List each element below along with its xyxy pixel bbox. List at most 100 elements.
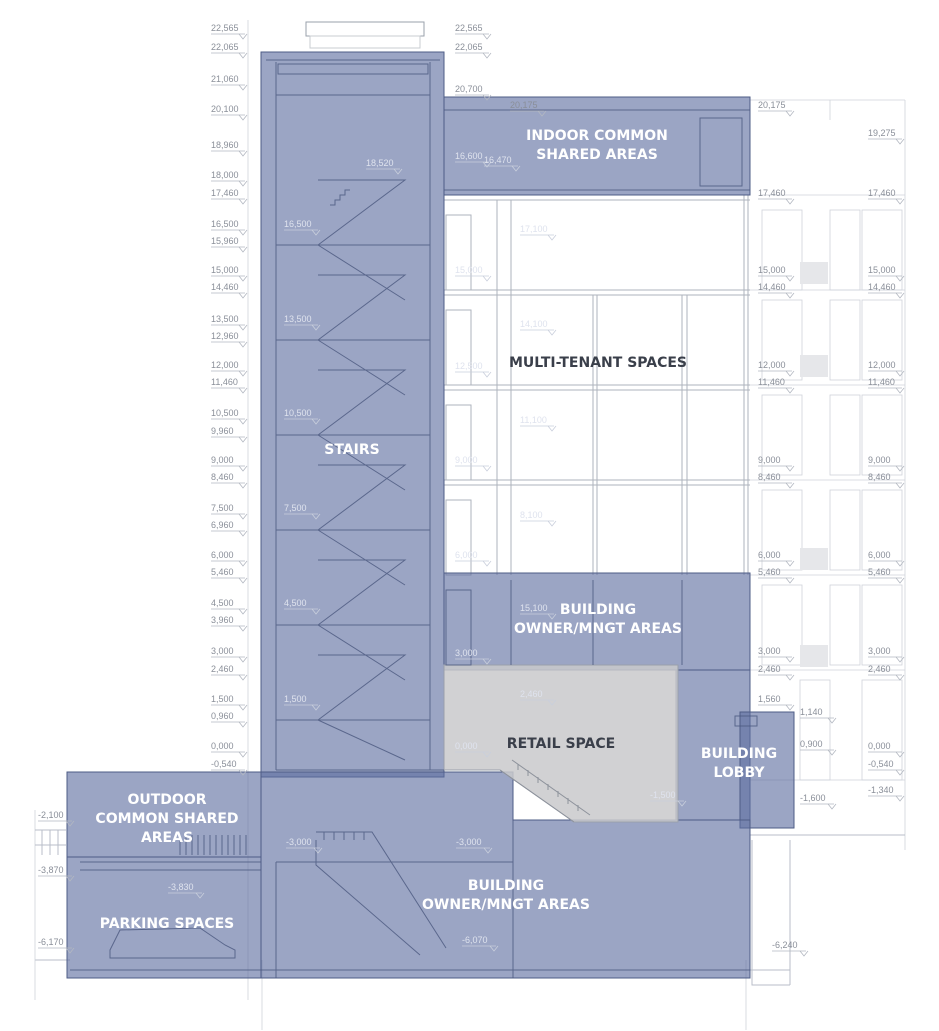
elevation-label: 1,140: [800, 707, 823, 717]
elevation-marker: [238, 418, 248, 425]
elevation-label: 15,000: [211, 265, 239, 275]
elevation-label: 15,100: [520, 603, 548, 613]
elevation-label: 10,500: [284, 408, 312, 418]
elevation-marker: [311, 229, 321, 236]
elevation-label: 12,500: [455, 361, 483, 371]
elevation-marker: [238, 625, 248, 632]
elevation-marker: [482, 371, 492, 378]
zone-owner-mngt-upper: [443, 572, 751, 671]
elevation-marker: [482, 33, 492, 40]
elevation-label: 12,000: [868, 360, 896, 370]
elevation-label: 15,000: [758, 265, 786, 275]
elevation-label: 22,565: [211, 23, 239, 33]
elevations-far-left: -2,100-3,870-6,170: [38, 810, 75, 954]
elevation-label: 9,000: [868, 455, 891, 465]
elevations-left: 22,56522,06521,06020,10018,96018,00017,4…: [211, 23, 248, 776]
zone-label-line: SHARED AREAS: [536, 147, 658, 163]
elevation-marker: [547, 613, 557, 620]
elevation-label: -1,600: [800, 793, 826, 803]
elevation-label: 16,500: [284, 219, 312, 229]
elevation-label: 2,460: [758, 664, 781, 674]
elevation-label: 20,100: [211, 104, 239, 114]
elevation-label: 3,000: [758, 646, 781, 656]
label-stairs: STAIRS: [324, 442, 379, 458]
elevation-label: 9,000: [758, 455, 781, 465]
elevation-label: 4,500: [211, 598, 234, 608]
elevation-marker: [547, 520, 557, 527]
elevation-marker: [238, 180, 248, 187]
elevation-label: 8,460: [758, 472, 781, 482]
elevation-label: 9,000: [211, 455, 234, 465]
elevation-label: 3,000: [868, 646, 891, 656]
elevation-label: 5,460: [211, 567, 234, 577]
elevation-label: 11,100: [520, 415, 547, 425]
elevation-marker: [895, 370, 905, 377]
elevation-label: 12,000: [758, 360, 786, 370]
elevation-label: 6,000: [455, 550, 478, 560]
elevation-label: 13,500: [211, 314, 239, 324]
elevation-marker: [785, 656, 795, 663]
elevation-label: 17,460: [758, 188, 786, 198]
elevation-marker: [895, 769, 905, 776]
elevation-marker: [785, 465, 795, 472]
elevation-marker: [895, 795, 905, 802]
zone-label-line: STAIRS: [324, 442, 379, 458]
elevation-marker: [895, 577, 905, 584]
elevation-marker: [65, 875, 75, 882]
elevation-label: 8,460: [868, 472, 891, 482]
elevation-label: -3,000: [456, 837, 482, 847]
elevation-marker: [785, 370, 795, 377]
elevation-label: 1,500: [211, 694, 234, 704]
elevation-label: 12,000: [211, 360, 239, 370]
label-parking: PARKING SPACES: [100, 916, 235, 932]
elevation-label: 18,960: [211, 140, 239, 150]
elevation-marker: [547, 234, 557, 241]
elevation-label: 14,460: [868, 282, 896, 292]
elevation-marker: [238, 84, 248, 91]
elevation-label: 8,460: [211, 472, 234, 482]
elevation-marker: [238, 769, 248, 776]
elevation-marker: [65, 947, 75, 954]
elevation-marker: [238, 370, 248, 377]
structure-lines: [70, 59, 758, 978]
elevation-label: 9,960: [211, 426, 234, 436]
zone-label-line: BUILDING: [560, 602, 636, 618]
elevation-marker: [785, 577, 795, 584]
elevation-marker: [238, 721, 248, 728]
elevation-marker: [238, 530, 248, 537]
elevation-label: 17,460: [211, 188, 239, 198]
elevation-label: 19,275: [868, 128, 896, 138]
elevation-marker: [238, 246, 248, 253]
blue-zones: [66, 51, 795, 979]
elevation-label: 3,000: [455, 648, 478, 658]
elevation-marker: [677, 800, 687, 807]
elevation-label: 2,460: [520, 689, 543, 699]
elevation-label: 14,460: [211, 282, 239, 292]
elevation-label: 9,000: [455, 455, 478, 465]
label-retail: RETAIL SPACE: [507, 736, 615, 752]
elevation-marker: [482, 465, 492, 472]
elevation-marker: [785, 275, 795, 282]
background-linework: [34, 20, 906, 1030]
zone-label-line: OWNER/MNGT AREAS: [422, 897, 590, 913]
elevation-marker: [238, 577, 248, 584]
elevation-marker: [482, 658, 492, 665]
elevation-label: 14,100: [520, 319, 548, 329]
elevation-marker: [482, 751, 492, 758]
elevation-label: 1,500: [284, 694, 307, 704]
elevation-label: -6,240: [772, 940, 798, 950]
elevation-marker: [311, 324, 321, 331]
elevation-marker: [482, 161, 492, 168]
elevation-marker: [238, 751, 248, 758]
elevation-label: 5,460: [758, 567, 781, 577]
elevation-marker: [895, 198, 905, 205]
zone-label-line: LOBBY: [713, 765, 765, 781]
elevation-label: 2,460: [868, 664, 891, 674]
zone-label-line: OWNER/MNGT AREAS: [514, 621, 682, 637]
zone-stairs: [260, 51, 445, 778]
zone-lobby: [739, 711, 795, 829]
elevation-marker: [785, 560, 795, 567]
